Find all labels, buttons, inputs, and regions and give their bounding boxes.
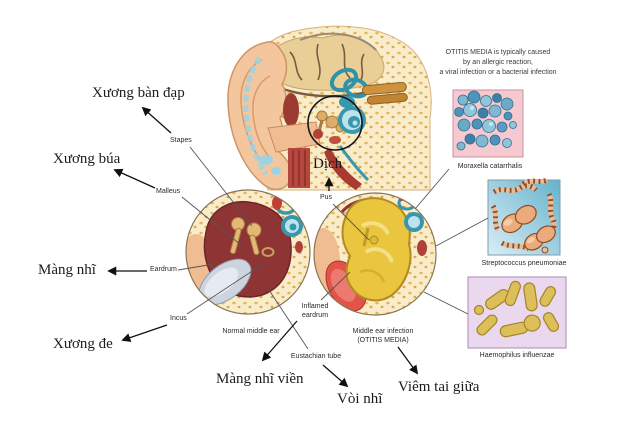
label-middle-ear-infection: Middle ear infection (OTITIS MEDIA): [343, 327, 423, 345]
label-moraxella: Moraxella catarrhalis: [457, 163, 523, 170]
label-inflamed-eardrum-en: Inflamed eardrum: [290, 302, 340, 320]
label-malleus-en: Malleus: [156, 188, 181, 195]
label-stapes-en: Stapes: [170, 137, 192, 144]
cochlea: [329, 67, 369, 134]
ear-anatomy-illustration: [227, 25, 432, 191]
label-normal-middle-ear: Normal middle ear: [222, 328, 280, 335]
inflamed-line1: Inflamed: [301, 303, 329, 310]
label-eustachian-tube-en: Eustachian tube: [290, 353, 342, 360]
auditory-nerve: [362, 81, 408, 105]
note-line2: by an allergic reaction,: [462, 59, 534, 66]
ear-cartilage-strip: [243, 56, 269, 176]
note-line1: OTITIS MEDIA is typically caused: [445, 49, 551, 56]
ear-canal: [267, 121, 321, 153]
inflamed-line2: eardrum: [301, 312, 329, 319]
label-incus-vi: Xương đe: [53, 336, 113, 352]
label-eardrum-en: Eardrum: [150, 266, 177, 273]
label-pus-en: Pus: [320, 194, 333, 201]
label-otitis-media-vi: Viêm tai giữa: [398, 379, 480, 395]
bacteria-box-moraxella: [452, 89, 524, 158]
infection-line2: (OTITIS MEDIA): [357, 337, 409, 344]
normal-middle-ear-inset: [186, 190, 310, 314]
label-eardrum-vi: Màng nhĩ: [38, 262, 96, 278]
bacteria-box-haemophilus: [467, 276, 567, 349]
pointer-arrows: [107, 106, 419, 388]
label-incus-en: Incus: [170, 315, 187, 322]
connector-lines: [177, 146, 489, 350]
otitis-media-note: OTITIS MEDIA is typically caused by an a…: [428, 48, 568, 78]
label-streptococcus: Streptococcus pneumoniae: [481, 260, 567, 267]
middle-ear-highlight-circle: [307, 95, 363, 151]
label-stapes-vi: Xương bàn đạp: [92, 85, 185, 101]
bacteria-box-streptococcus: [487, 177, 561, 256]
label-inflamed-eardrum-vi: Màng nhĩ viền: [216, 371, 304, 387]
label-malleus-vi: Xương búa: [53, 151, 121, 167]
label-haemophilus: Haemophilus influenzae: [479, 352, 555, 359]
eustachian-tube-shape: [324, 148, 362, 190]
infection-line1: Middle ear infection: [352, 328, 414, 335]
label-fluid-vi: Dịch: [313, 156, 343, 172]
outer-ear-pinna: [227, 41, 293, 191]
label-eustachian-tube-vi: Vòi nhĩ: [337, 391, 383, 407]
note-line3: a viral infection or a bacterial infecti…: [439, 69, 557, 76]
